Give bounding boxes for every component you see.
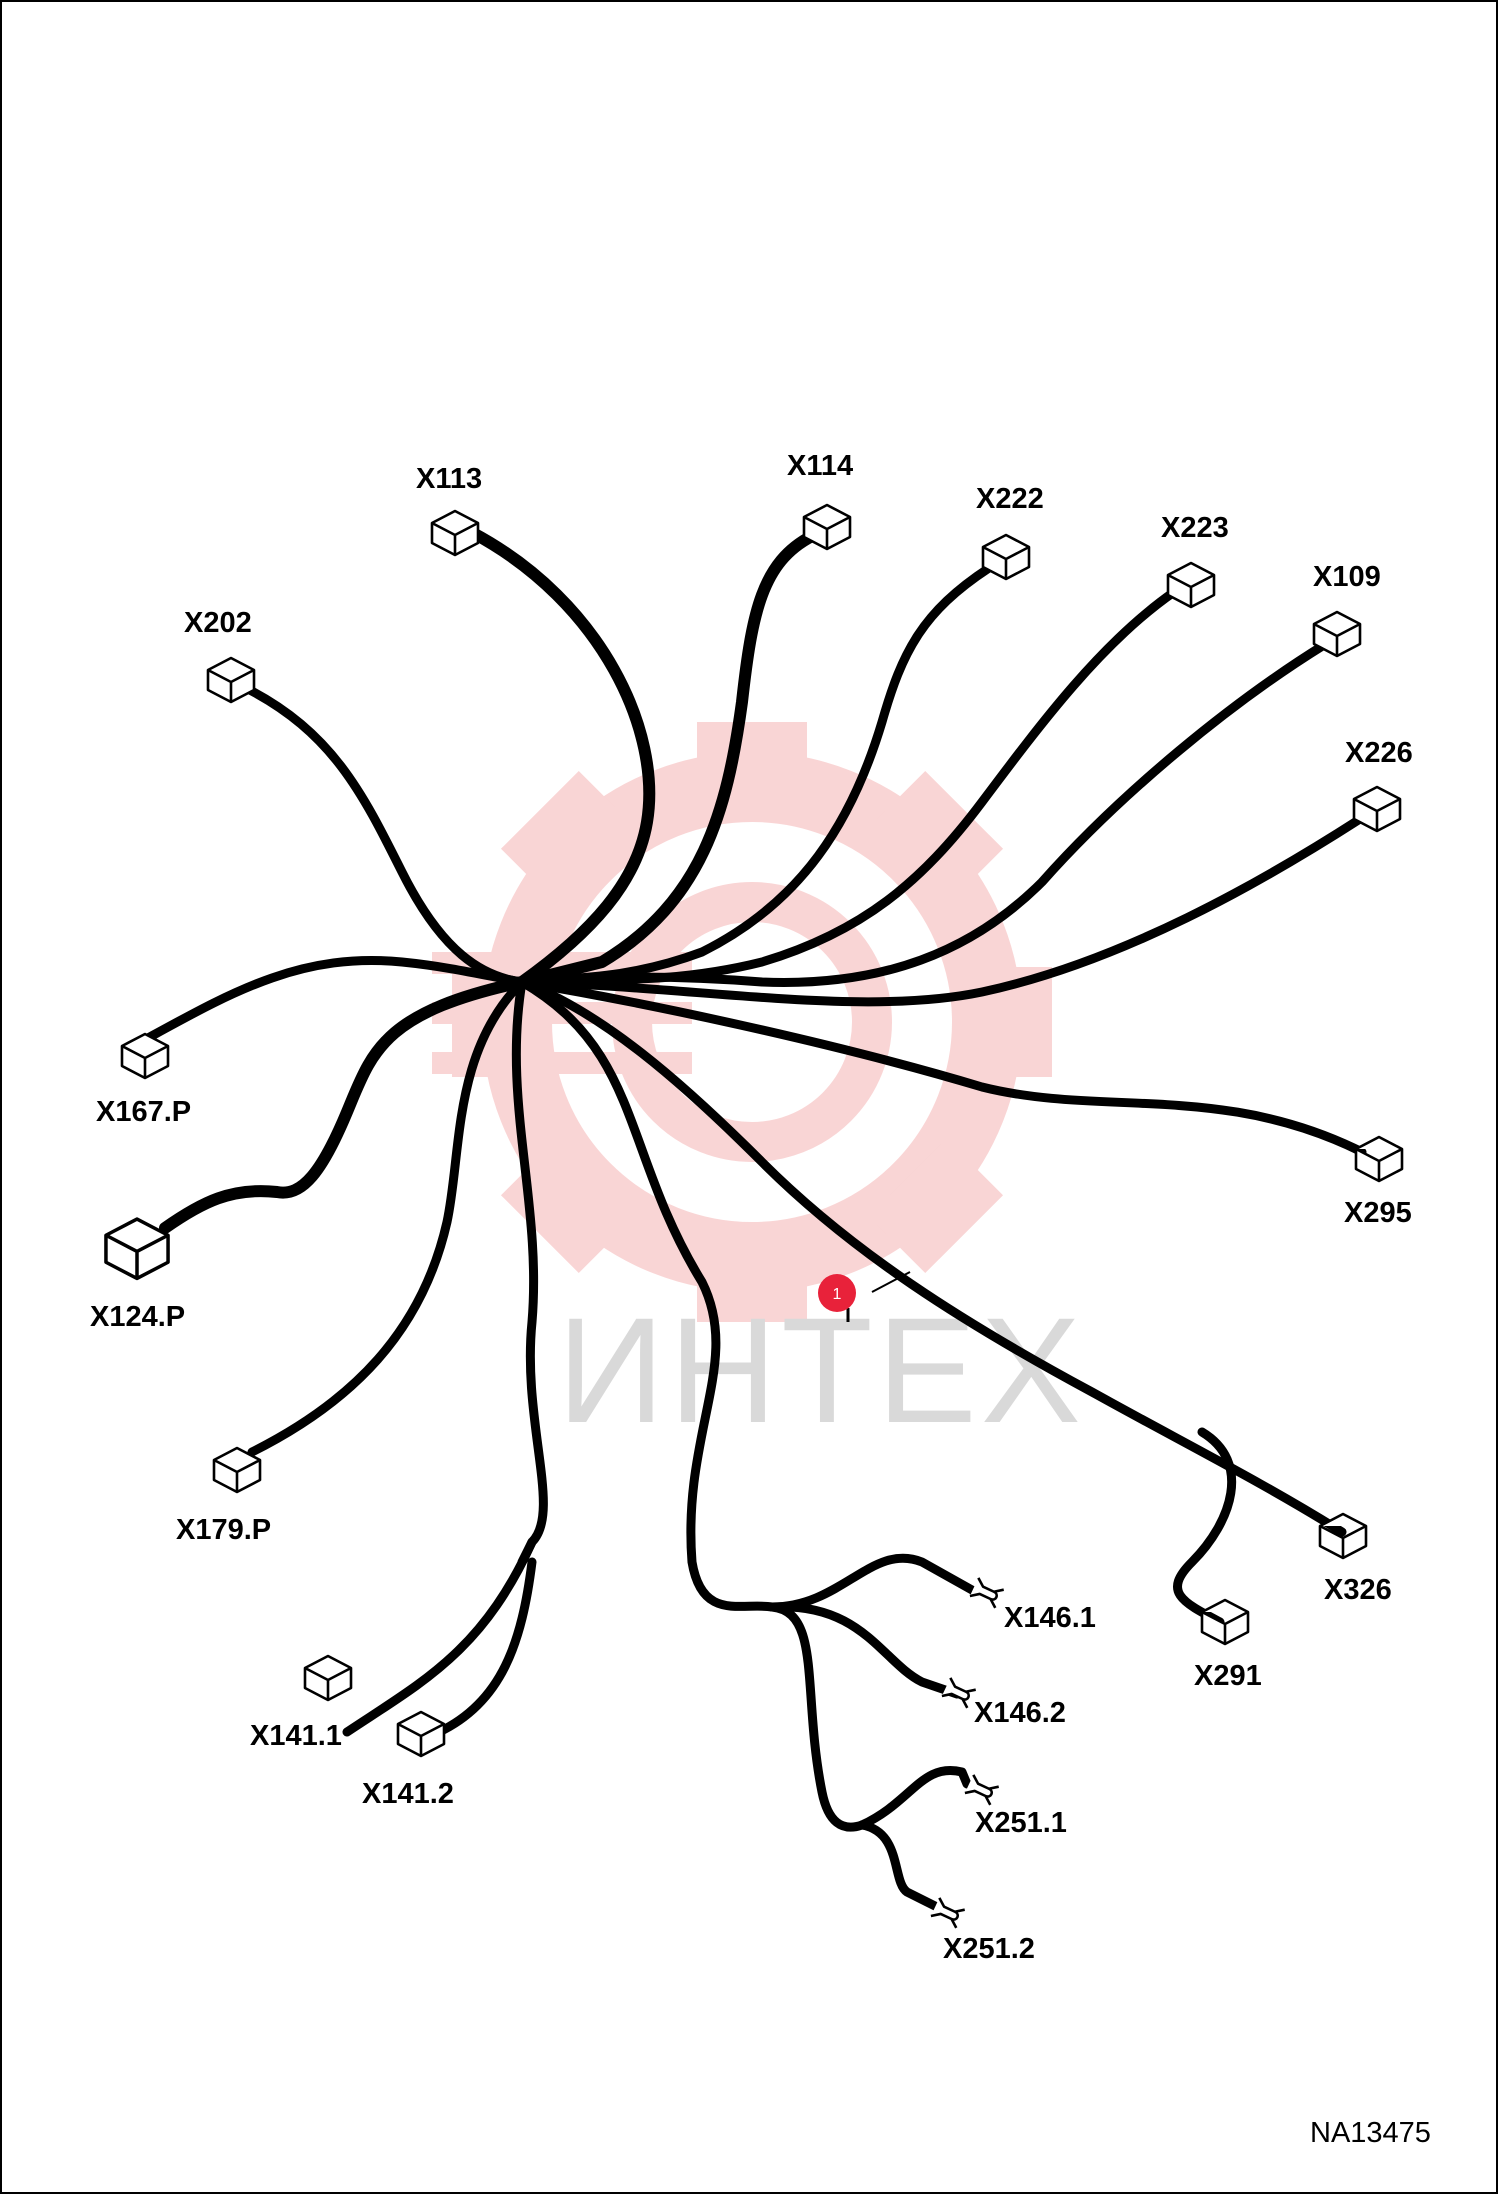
label-x226: X226 <box>1345 737 1413 769</box>
callout-1[interactable]: 1 <box>818 1271 911 1322</box>
label-x113: X113 <box>416 463 482 495</box>
connector-x167p[interactable] <box>120 1032 170 1080</box>
label-x141-1: X141.1 <box>250 1720 342 1752</box>
ring-terminal-x251-1 <box>964 1774 999 1806</box>
label-x124p: X124.P <box>90 1301 185 1333</box>
callout-badge-circle[interactable] <box>818 1274 856 1312</box>
watermark-text: ИНТЕХ <box>557 1286 1085 1454</box>
ring-terminal-x251-2 <box>930 1897 965 1929</box>
connector-x222[interactable] <box>981 533 1031 581</box>
label-x222: X222 <box>976 483 1044 515</box>
connector-x326[interactable] <box>1318 1512 1368 1560</box>
label-x251-2: X251.2 <box>943 1933 1035 1965</box>
label-x114: X114 <box>787 450 853 482</box>
label-x251-1: X251.1 <box>975 1807 1067 1839</box>
connector-x113[interactable] <box>430 509 480 557</box>
connector-x109[interactable] <box>1312 610 1362 658</box>
label-x109: X109 <box>1313 561 1381 593</box>
connector-x226[interactable] <box>1352 785 1402 833</box>
connector-x124p[interactable] <box>104 1217 170 1281</box>
connector-x179p[interactable] <box>212 1446 262 1494</box>
connector-x141-2[interactable] <box>396 1710 446 1758</box>
connector-x291[interactable] <box>1200 1598 1250 1646</box>
label-x179p: X179.P <box>176 1514 271 1546</box>
label-x146-1: X146.1 <box>1004 1602 1096 1634</box>
label-x223: X223 <box>1161 512 1229 544</box>
label-x146-2: X146.2 <box>974 1697 1066 1729</box>
figure-id: NA13475 <box>1310 2117 1431 2149</box>
connector-x223[interactable] <box>1166 561 1216 609</box>
label-x291: X291 <box>1194 1660 1262 1692</box>
callout-leader <box>871 1271 911 1293</box>
connector-x141-1[interactable] <box>303 1654 353 1702</box>
ring-terminal-x146-1 <box>969 1577 1004 1609</box>
label-x326: X326 <box>1324 1574 1392 1606</box>
label-x202: X202 <box>184 607 252 639</box>
connector-x202[interactable] <box>206 656 256 704</box>
label-x141-2: X141.2 <box>362 1778 454 1810</box>
label-x295: X295 <box>1344 1197 1412 1229</box>
connector-x295[interactable] <box>1354 1135 1404 1183</box>
connector-x114[interactable] <box>802 503 852 551</box>
ring-terminal-x146-2 <box>941 1677 976 1709</box>
label-x167p: X167.P <box>96 1096 191 1128</box>
callout-number: 1 <box>833 1286 842 1303</box>
wire-bundle <box>143 527 1367 1912</box>
